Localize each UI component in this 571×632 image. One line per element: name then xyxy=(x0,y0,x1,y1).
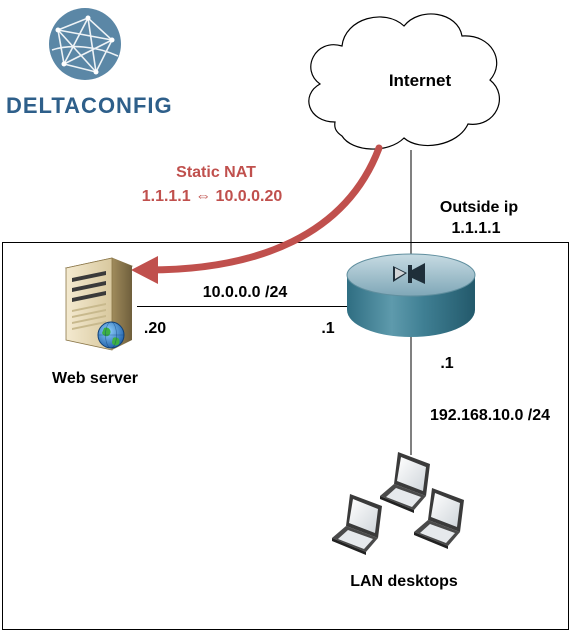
laptop-icon xyxy=(380,452,430,513)
nat-arrow xyxy=(144,144,383,274)
server-network-label: 10.0.0.0 /24 xyxy=(203,284,288,301)
outside-ip-value: 1.1.1.1 xyxy=(452,220,501,237)
server-ip: .20 xyxy=(144,320,166,337)
router-lan-ip: .1 xyxy=(440,355,453,372)
nat-mapping: 1.1.1.1 ⇔ 10.0.0.20 xyxy=(142,188,283,205)
laptop-icon xyxy=(332,494,382,555)
internet-label: Internet xyxy=(389,71,452,90)
nat-arrow-head xyxy=(131,256,158,284)
server-label: Web server xyxy=(52,370,138,387)
lan-network-label: 192.168.10.0 /24 xyxy=(430,407,550,424)
router-inside-ip: .1 xyxy=(321,320,334,337)
nat-title: Static NAT xyxy=(176,164,256,181)
cloud-icon: Internet xyxy=(308,13,500,150)
desktops-group xyxy=(332,452,464,555)
globe-icon xyxy=(97,321,125,349)
network-globe-icon xyxy=(49,8,121,80)
router-icon xyxy=(346,253,476,337)
desktops-label: LAN desktops xyxy=(350,573,458,590)
brand-name: DELTACONFIG xyxy=(6,93,173,118)
server-icon xyxy=(64,257,134,351)
logo: DELTACONFIG xyxy=(6,8,173,118)
outside-ip-label: Outside ip xyxy=(440,199,518,216)
